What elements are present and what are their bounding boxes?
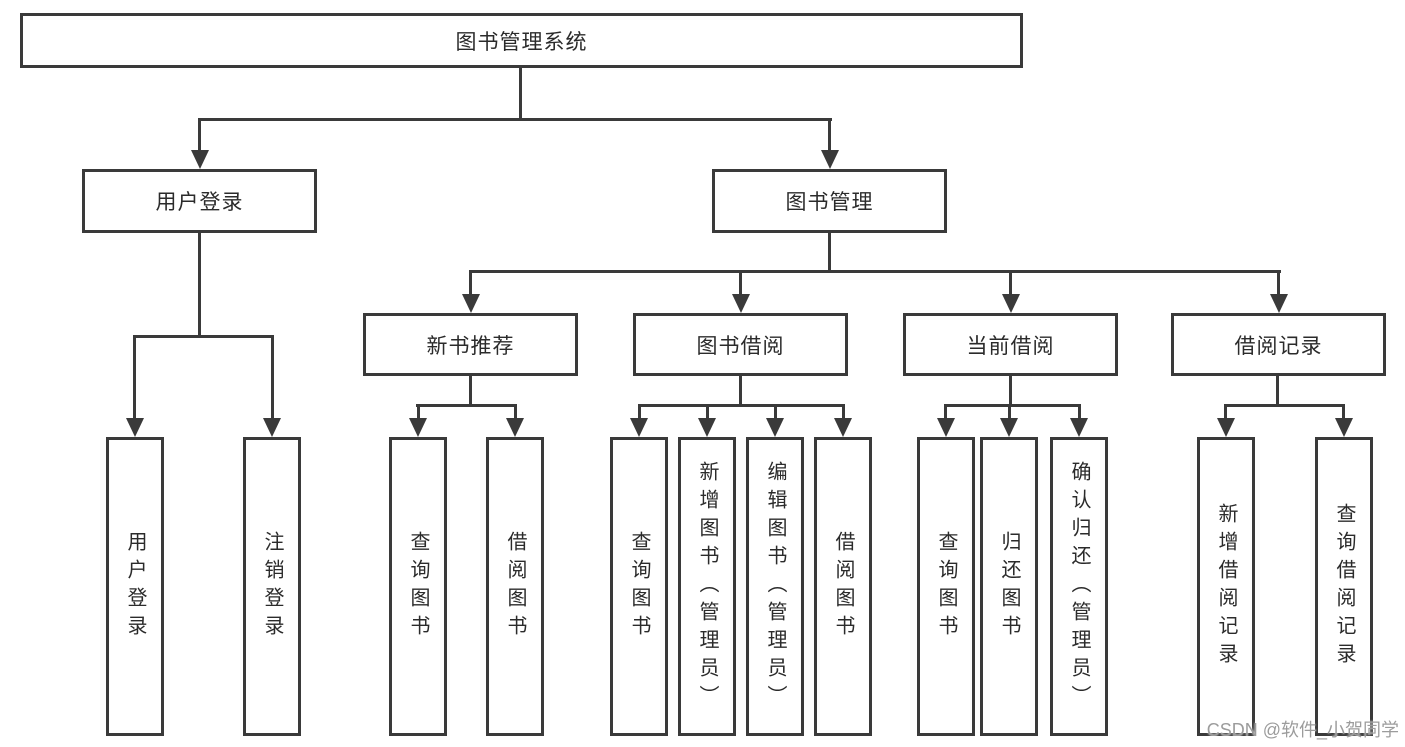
arrowhead-cb-query	[937, 418, 955, 437]
arrowhead-login-leaf	[126, 418, 144, 437]
arrowhead-logout-leaf	[263, 418, 281, 437]
arrowhead-bb-borrow	[834, 418, 852, 437]
connector-drop-br-query	[1342, 404, 1345, 420]
arrowhead-bb-add	[698, 418, 716, 437]
arrowhead-current-borrow	[1002, 294, 1020, 313]
connector-borrowrecord-bus	[1224, 404, 1345, 407]
leaf-current-query-books: 查询图书	[917, 437, 975, 736]
connector-bookmgmt-stem	[828, 233, 831, 273]
leaf-newbook-borrow-books: 借阅图书	[486, 437, 544, 736]
leaf-current-confirm-return-admin: 确认归还（管理员）	[1050, 437, 1108, 736]
leaf-borrow-borrow-books: 借阅图书	[814, 437, 872, 736]
connector-borrowrecord-stem	[1276, 376, 1279, 407]
arrowhead-cb-return	[1000, 418, 1018, 437]
node-new-book-recommend: 新书推荐	[363, 313, 578, 376]
connector-bookmgmt-bus	[469, 270, 1281, 273]
connector-bookborrow-bus	[638, 404, 845, 407]
node-current-borrow: 当前借阅	[903, 313, 1118, 376]
connector-userlogin-stem	[198, 233, 201, 337]
connector-drop-current-borrow	[1009, 270, 1012, 296]
connector-drop-bb-add	[706, 404, 709, 420]
arrowhead-cb-confirm	[1070, 418, 1088, 437]
connector-newbook-bus	[416, 404, 517, 407]
connector-drop-nb-query	[417, 404, 420, 420]
leaf-borrow-add-books-admin: 新增图书（管理员）	[678, 437, 736, 736]
arrowhead-bb-edit	[766, 418, 784, 437]
arrowhead-user-login	[191, 150, 209, 169]
leaf-record-add-borrow-record: 新增借阅记录	[1197, 437, 1255, 736]
connector-drop-logout-leaf	[271, 335, 274, 419]
watermark: CSDN @软件_小贺同学	[1206, 720, 1399, 740]
connector-drop-bb-edit	[774, 404, 777, 420]
arrowhead-book-mgmt	[821, 150, 839, 169]
arrowhead-borrow-record	[1270, 294, 1288, 313]
leaf-current-return-books: 归还图书	[980, 437, 1038, 736]
node-user-login: 用户登录	[82, 169, 317, 233]
arrowhead-nb-borrow	[506, 418, 524, 437]
leaf-borrow-query-books: 查询图书	[610, 437, 668, 736]
connector-currentborrow-bus	[945, 404, 1081, 407]
arrowhead-bb-query	[630, 418, 648, 437]
arrowhead-br-add	[1217, 418, 1235, 437]
leaf-record-query-borrow-record: 查询借阅记录	[1315, 437, 1373, 736]
connector-drop-login-leaf	[133, 335, 136, 419]
connector-drop-bb-borrow	[842, 404, 845, 420]
connector-userlogin-bus	[133, 335, 274, 338]
arrowhead-new-book	[462, 294, 480, 313]
connector-drop-book-mgmt	[828, 118, 831, 151]
connector-drop-cb-confirm	[1078, 404, 1081, 420]
connector-drop-nb-borrow	[514, 404, 517, 420]
leaf-user-login: 用户登录	[106, 437, 164, 736]
leaf-newbook-query-books: 查询图书	[389, 437, 447, 736]
arrowhead-nb-query	[409, 418, 427, 437]
connector-drop-cb-return	[1008, 404, 1011, 420]
connector-drop-bb-query	[638, 404, 641, 420]
connector-root-bus	[198, 118, 832, 121]
arrowhead-br-query	[1335, 418, 1353, 437]
node-book-management: 图书管理	[712, 169, 947, 233]
connector-newbook-stem	[469, 376, 472, 407]
connector-bookborrow-stem	[739, 376, 742, 407]
leaf-borrow-edit-books-admin: 编辑图书（管理员）	[746, 437, 804, 736]
leaf-logout: 注销登录	[243, 437, 301, 736]
node-root-library-system: 图书管理系统	[20, 13, 1023, 68]
connector-drop-borrow-record	[1277, 270, 1280, 296]
connector-drop-book-borrow	[739, 270, 742, 296]
connector-drop-user-login	[198, 118, 201, 151]
connector-currentborrow-stem	[1009, 376, 1012, 407]
connector-drop-new-book	[469, 270, 472, 296]
connector-drop-cb-query	[944, 404, 947, 420]
connector-drop-br-add	[1224, 404, 1227, 420]
node-borrow-record: 借阅记录	[1171, 313, 1386, 376]
connector-root-stem	[519, 68, 522, 120]
node-book-borrow: 图书借阅	[633, 313, 848, 376]
arrowhead-book-borrow	[732, 294, 750, 313]
